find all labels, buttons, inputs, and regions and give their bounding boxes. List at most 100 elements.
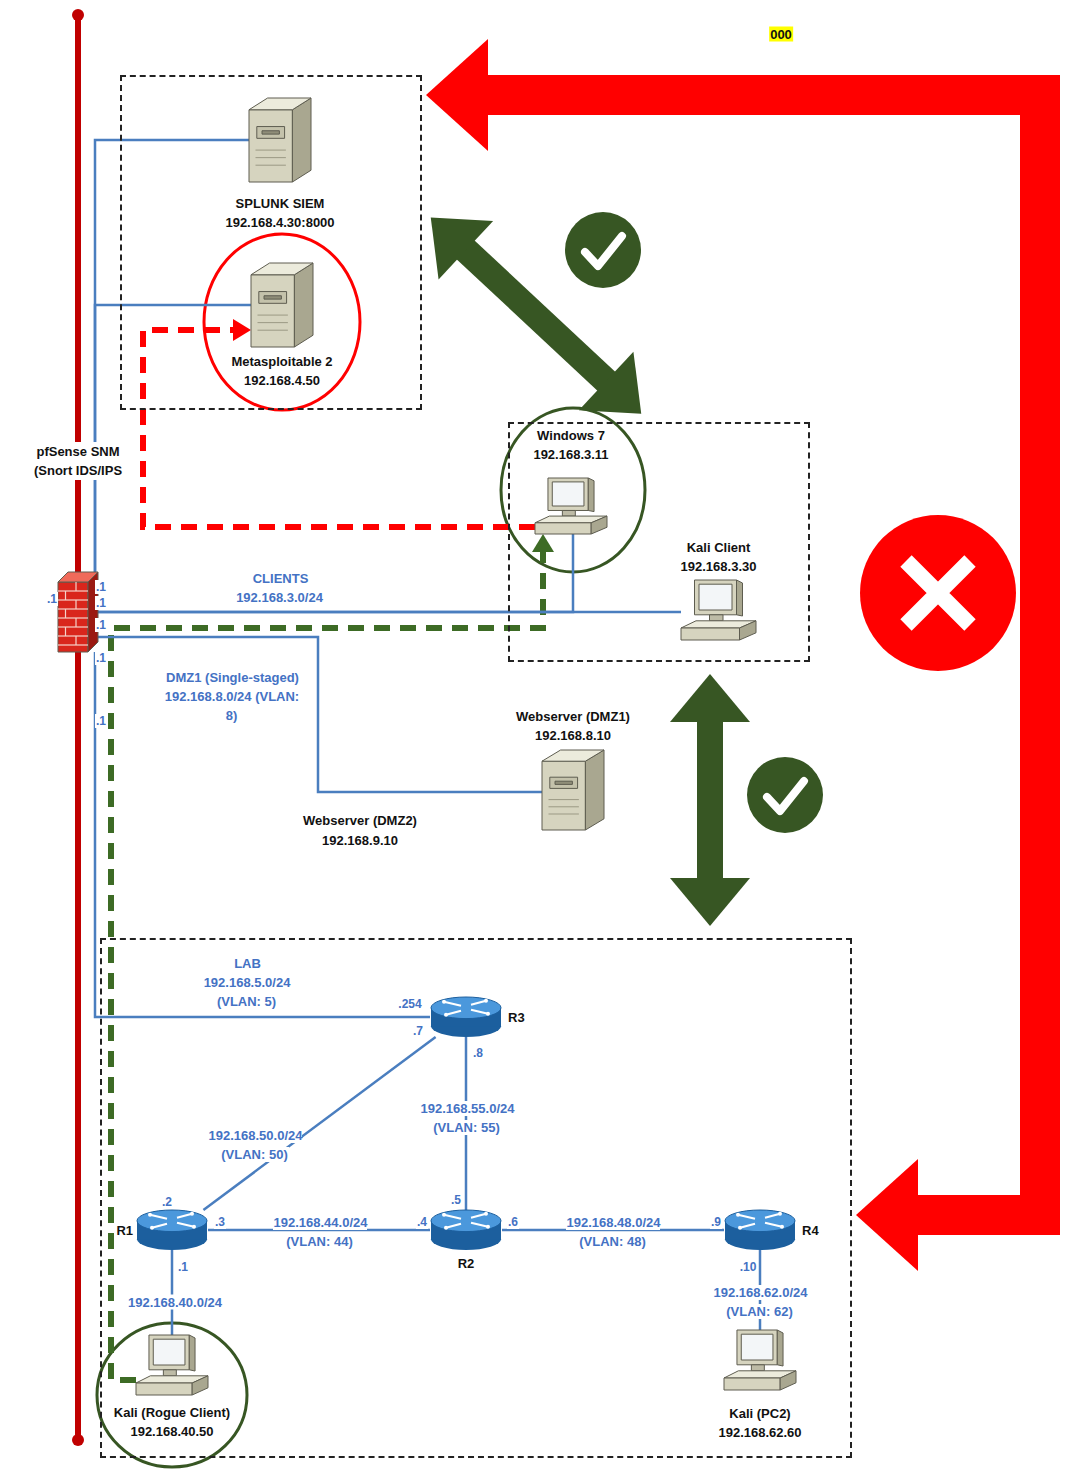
connector-line xyxy=(98,637,542,792)
icon-part xyxy=(58,626,88,627)
node-caption: R1 xyxy=(116,1221,133,1240)
icon-part xyxy=(153,1339,185,1365)
node-text: SPLUNK SIEM xyxy=(225,194,334,213)
network-link xyxy=(98,637,542,792)
router-icon xyxy=(430,997,502,1037)
icon-part xyxy=(258,322,288,323)
interface-address: .6 xyxy=(507,1212,519,1230)
icon-part xyxy=(542,761,585,830)
icon-part xyxy=(442,1213,446,1217)
router-icon xyxy=(136,1210,208,1250)
router-icon xyxy=(724,1210,796,1250)
icon-part xyxy=(58,582,88,652)
router-node: R3 xyxy=(430,997,502,1037)
icon-part xyxy=(444,1215,461,1219)
icon-part xyxy=(189,1335,195,1371)
node-text: R1 xyxy=(116,1221,133,1240)
router-icon xyxy=(430,1210,502,1250)
interface-address: .2 xyxy=(161,1192,173,1210)
interface-address: .1 xyxy=(95,580,107,594)
icon-part xyxy=(725,1210,795,1232)
arrow-head xyxy=(579,352,641,414)
icon-part xyxy=(442,1000,446,1004)
icon-part xyxy=(778,1212,782,1216)
subnet-label: CLIENTS 192.168.3.0/24 xyxy=(236,571,324,605)
icon-part xyxy=(58,572,98,582)
subnet-label: 192.168.62.0/24 (VLAN: 62) xyxy=(705,1283,815,1321)
node-text: R4 xyxy=(802,1221,819,1240)
interface-address: .1 xyxy=(95,651,107,665)
node-text: Kali (Rogue Client) xyxy=(114,1403,230,1422)
icon-part xyxy=(724,1378,780,1390)
icon-part xyxy=(148,1213,152,1217)
icon-part xyxy=(431,1210,501,1232)
firewall-bus xyxy=(75,15,81,1440)
icon-part xyxy=(177,1223,194,1227)
icon-part xyxy=(740,1224,755,1228)
icon-part xyxy=(75,600,76,609)
icon-part xyxy=(137,1210,207,1232)
icon-part xyxy=(486,1012,490,1016)
check-badge xyxy=(565,212,641,288)
interface-address: .1 xyxy=(95,618,107,632)
interface-address: .1 xyxy=(95,593,107,611)
connector-line xyxy=(203,1037,435,1210)
node-text: Windows 7 xyxy=(533,426,608,445)
icon-part xyxy=(550,777,578,788)
node-caption: R2 xyxy=(458,1254,475,1273)
zone-box: Windows 7192.168.3.11Kali Client192.168.… xyxy=(508,422,810,662)
server-node: Webserver (DMZ1)192.168.8.10 xyxy=(542,750,604,830)
icon-part xyxy=(65,609,66,618)
icon-part xyxy=(294,263,313,347)
icon-part xyxy=(192,1376,208,1395)
icon-part xyxy=(585,750,604,830)
icon-part xyxy=(58,608,88,609)
router-node: R2 xyxy=(430,1210,502,1250)
interface-address: .7 xyxy=(412,1021,424,1039)
icon-part xyxy=(258,330,288,331)
server-node: SPLUNK SIEM192.168.4.30:8000 xyxy=(249,98,311,182)
node-caption: pfSense SNM (Snort IDS/IPS xyxy=(26,442,131,480)
node-caption: SPLUNK SIEM192.168.4.30:8000 xyxy=(225,194,334,232)
interface-address: .7 xyxy=(412,1024,424,1038)
pc-icon xyxy=(535,478,607,534)
icon-part xyxy=(75,618,76,627)
network-link xyxy=(95,140,249,572)
network-link xyxy=(95,652,430,1017)
attack-path xyxy=(143,319,535,527)
icon-part xyxy=(264,296,281,299)
icon-part xyxy=(163,1370,176,1376)
arrow-head xyxy=(431,217,493,279)
arrow-head xyxy=(856,1159,918,1271)
deny-arrow xyxy=(426,39,1040,1271)
pc-icon xyxy=(136,1335,208,1395)
connector-line xyxy=(95,140,249,572)
interface-address: .3 xyxy=(214,1212,226,1230)
server-address: 192.168.9.10 xyxy=(321,831,399,850)
interface-address: .1 xyxy=(177,1260,189,1274)
icon-part xyxy=(535,523,591,534)
client-node: Kali (Rogue Client)192.168.40.50 xyxy=(136,1335,208,1395)
icon-part xyxy=(58,635,88,636)
interface-address: .6 xyxy=(507,1215,519,1229)
icon-part xyxy=(446,1011,461,1015)
node-caption: Metasploitable 2192.168.4.50 xyxy=(231,352,332,390)
subnet-label: 192.168.48.0/24 (VLAN: 48) xyxy=(558,1213,668,1251)
icon-part xyxy=(262,131,279,134)
subnet-label: LAB 192.168.5.0/24 (VLAN: 5) xyxy=(204,956,291,1009)
icon-part xyxy=(562,510,575,516)
subnet-label: DMZ1 (Single-staged) 192.168.8.0/24 (VLA… xyxy=(162,668,302,725)
icon-part xyxy=(444,1013,448,1017)
node-text: pfSense SNM (Snort IDS/IPS xyxy=(26,442,131,480)
interface-address: .254 xyxy=(397,997,422,1011)
bus-end xyxy=(72,9,84,21)
allow-arrow xyxy=(670,674,750,926)
router-node: R4 xyxy=(724,1210,796,1250)
interface-address: .10 xyxy=(739,1257,758,1275)
icon-part xyxy=(777,1330,783,1366)
icon-part xyxy=(737,580,743,616)
icon-part xyxy=(190,1212,194,1216)
icon-part xyxy=(588,478,594,512)
connector-line xyxy=(143,330,535,527)
node-text: 192.168.8.10 xyxy=(516,726,630,745)
